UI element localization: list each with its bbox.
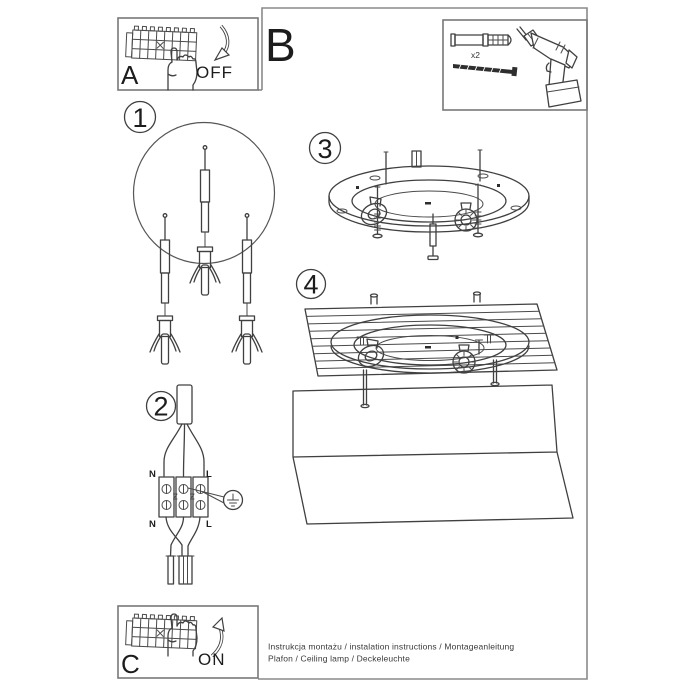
drill-icon (516, 26, 582, 108)
hand-icon (167, 47, 198, 91)
step4-number-circle (295, 268, 327, 300)
screw-right (241, 213, 253, 317)
screw-middle (199, 145, 211, 248)
wire-label-l-bottom: L (206, 519, 212, 530)
ceiling-panel (304, 291, 558, 377)
section-b-label: B (265, 19, 296, 71)
section-borders (117, 7, 588, 680)
output-wires (165, 516, 201, 585)
step2-wiring: 2 N L N L (145, 384, 244, 585)
screw-icon (453, 64, 518, 77)
mains-cable (176, 384, 193, 425)
section-a-box (117, 17, 259, 91)
wall-plug-left (149, 315, 181, 365)
footer-line2: Plafon / Ceiling lamp / Deckeleuchte (268, 654, 410, 664)
step4-shade: 4 (292, 268, 574, 525)
section-c-power-on: C ON (121, 613, 226, 679)
step2-number-circle (145, 390, 177, 422)
canopy-on-panel (330, 314, 530, 374)
ground-symbol-icon (187, 487, 244, 511)
step1-number-circle (123, 100, 157, 134)
arrow-down-icon (213, 24, 231, 62)
section-b-border (258, 7, 588, 680)
lamp-shade-box (292, 384, 574, 525)
step3-number-circle (308, 131, 342, 165)
wall-plug-right (231, 315, 263, 365)
canopy-plate (328, 165, 530, 233)
power-on-label: ON (198, 650, 226, 669)
canopy-screws (372, 183, 484, 261)
footer: Instrukcja montażu / instalation instruc… (268, 642, 514, 664)
wire-label-n-top: N (149, 469, 156, 480)
circuit-breaker-icon-2 (125, 613, 198, 650)
wire-label-n-bottom: N (149, 519, 156, 530)
footer-line1: Instrukcja montażu / instalation instruc… (268, 642, 514, 652)
parts-box (442, 19, 588, 111)
step1-number: 1 (132, 103, 147, 133)
wall-plug-icon (450, 33, 512, 47)
mounting-rods (360, 359, 500, 409)
step4-number: 4 (303, 270, 318, 300)
step2-number: 2 (153, 392, 168, 422)
step3-number: 3 (317, 134, 332, 164)
section-c-label: C (121, 649, 140, 679)
wall-plug-middle (189, 246, 221, 296)
step3-canopy: 3 (308, 131, 530, 261)
wire-label-l-top: L (206, 469, 212, 480)
section-a-label: A (121, 60, 139, 90)
dowel-quantity-label: x2 (471, 50, 480, 60)
section-c-box (117, 605, 259, 679)
screw-left (159, 213, 171, 317)
step1-wall-plugs: 1 (123, 100, 276, 365)
arrow-up-icon (210, 616, 225, 658)
magnifier-circle (132, 121, 276, 265)
lamp-socket-right (454, 202, 478, 232)
cable-wires (163, 423, 205, 477)
section-a-power-off: A OFF (121, 24, 233, 91)
terminal-block (158, 476, 209, 518)
panel-top-pegs (369, 291, 482, 305)
power-off-label: OFF (196, 63, 233, 82)
parts-tools: x2 (450, 26, 582, 108)
cables-above-canopy (383, 149, 483, 185)
